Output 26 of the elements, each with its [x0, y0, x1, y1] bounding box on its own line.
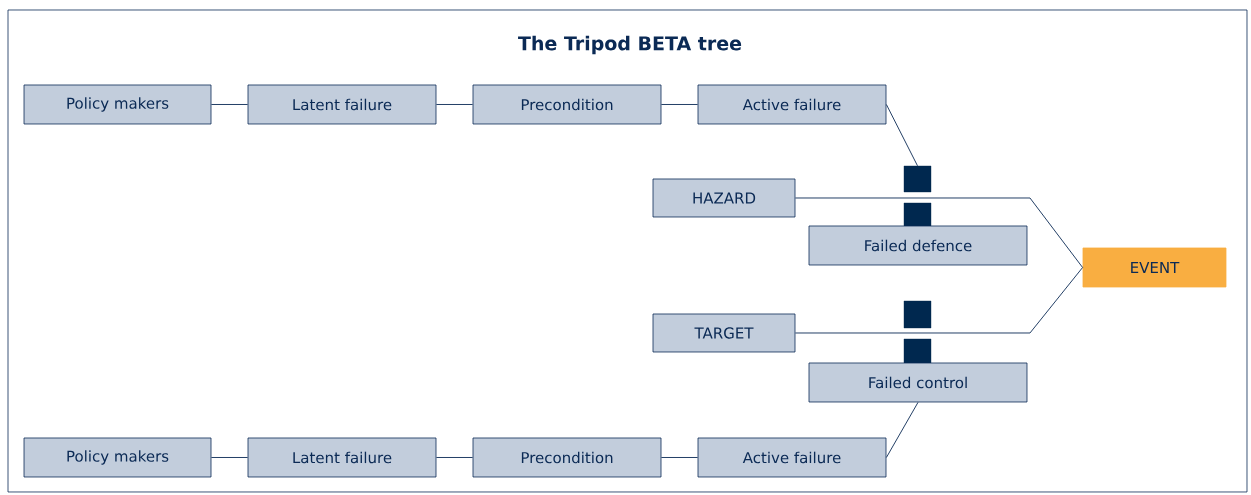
process-box: Precondition	[472, 437, 662, 478]
connector-line	[435, 104, 474, 105]
process-box: TARGET	[652, 313, 796, 353]
connector-line	[794, 267, 1084, 334]
event-box: EVENT	[1082, 247, 1227, 288]
process-box: Active failure	[697, 437, 887, 478]
connector-line	[794, 197, 1084, 268]
process-box: Latent failure	[247, 437, 437, 478]
barrier-block	[903, 165, 932, 193]
process-box: Policy makers	[23, 84, 212, 125]
connector-line	[210, 104, 249, 105]
process-box: Policy makers	[23, 437, 212, 478]
connector-line	[660, 104, 699, 105]
process-box: Active failure	[697, 84, 887, 125]
process-box: Failed defence	[808, 225, 1028, 266]
process-box: Latent failure	[247, 84, 437, 125]
connector-line	[885, 104, 918, 167]
connector-line	[660, 457, 699, 458]
process-box: Failed control	[808, 362, 1028, 403]
connector-line	[210, 457, 249, 458]
connector-line	[885, 401, 919, 458]
process-box: Precondition	[472, 84, 662, 125]
title: The Tripod BETA tree	[518, 35, 742, 55]
barrier-block	[903, 300, 932, 329]
process-box: HAZARD	[652, 178, 796, 218]
connector-line	[435, 457, 474, 458]
